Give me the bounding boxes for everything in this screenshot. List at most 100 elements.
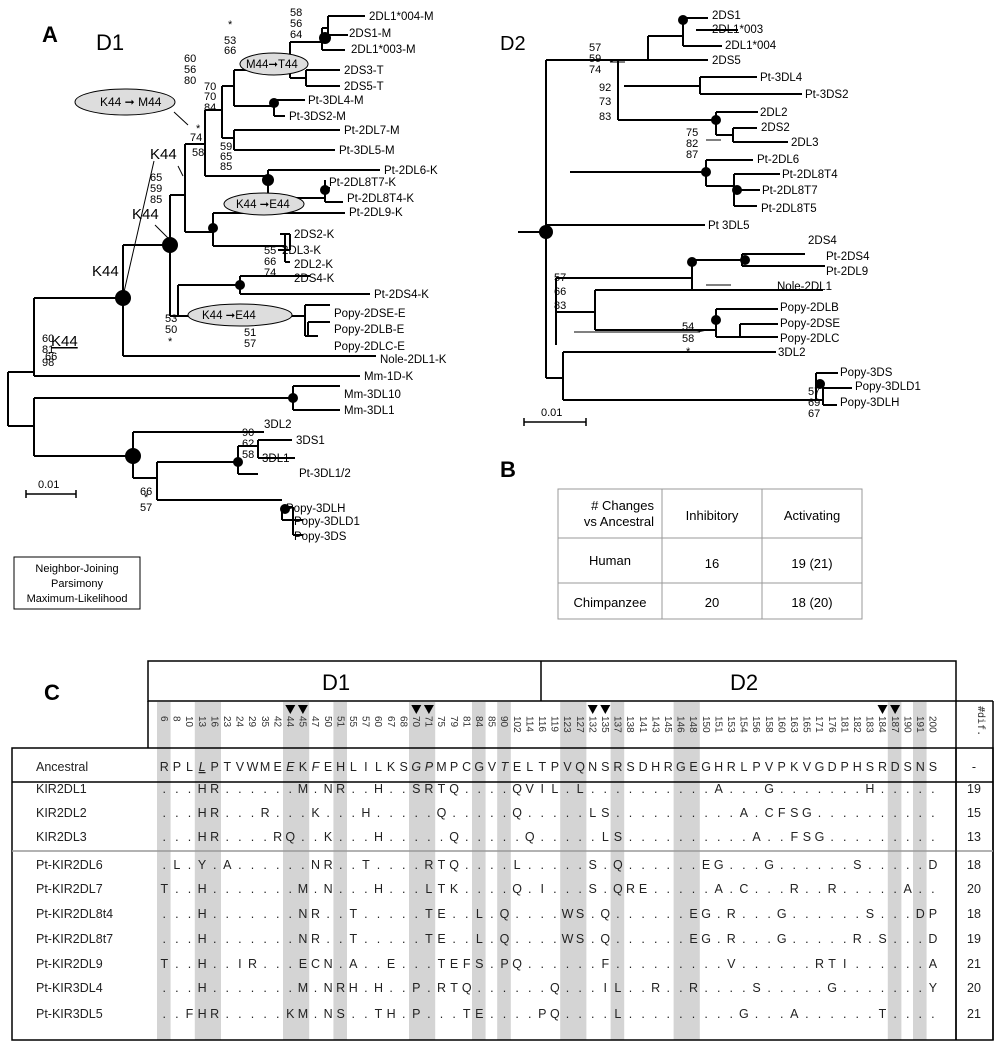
tree-d1-bootstrap-value: 56	[184, 64, 196, 76]
alignment-row-residue: .	[238, 981, 241, 995]
alignment-row-residue: .	[188, 981, 191, 995]
alignment-row-residue: .	[515, 932, 518, 946]
alignment-row-residue: .	[226, 782, 229, 796]
alignment-row-residue: .	[289, 858, 292, 872]
tree-d2-bootstrap-value: 73	[599, 96, 611, 108]
alignment-row-residue: .	[213, 957, 216, 971]
table-row-chimp-inhibitory: 20	[705, 595, 719, 610]
alignment-row-residue: .	[906, 830, 909, 844]
alignment-row-residue: G	[701, 932, 711, 946]
tree-d2-bootstrap-value: 92	[599, 82, 611, 94]
alignment-row-residue: .	[364, 1007, 367, 1021]
ancestral-row-residue: L	[186, 760, 193, 774]
alignment-row-residue: .	[490, 981, 493, 995]
panel-letter-c: C	[44, 680, 60, 705]
alignment-row-residue: K	[311, 806, 320, 820]
alignment-row-residue: .	[263, 882, 266, 896]
ancestral-row-residue: R	[664, 760, 673, 774]
tree-d1-bootstrap-value: 66	[140, 486, 152, 498]
alignment-row-residue: .	[805, 907, 808, 921]
tree-d2-bootstrap-value: 87	[686, 149, 698, 161]
alignment-row-residue: L	[551, 782, 558, 796]
ancestral-row-residue: M	[436, 760, 446, 774]
alignment-row-residue: .	[276, 1007, 279, 1021]
alignment-row-residue: Q	[512, 806, 522, 820]
alignment-row-residue: .	[515, 907, 518, 921]
shaded-column	[610, 702, 625, 1040]
alignment-row-residue: A	[904, 882, 913, 896]
alignment-position-number: 114	[523, 716, 534, 732]
alignment-row-ndif: 20	[967, 882, 981, 896]
alignment-row-residue: .	[415, 932, 418, 946]
alignment-row-residue: V	[526, 782, 535, 796]
alignment-row-residue: .	[868, 1007, 871, 1021]
alignment-row-residue: R	[626, 882, 635, 896]
alignment-row-residue: H	[198, 932, 207, 946]
alignment-row-residue: .	[830, 830, 833, 844]
alignment-row-residue: M	[298, 1007, 308, 1021]
alignment-row-residue: .	[629, 957, 632, 971]
alignment-row-residue: .	[767, 1007, 770, 1021]
tree-d1-bootstrap-value: 58	[242, 449, 254, 461]
alignment-row-residue: .	[767, 981, 770, 995]
alignment-row-residue: .	[856, 1007, 859, 1021]
alignment-row-residue: .	[528, 932, 531, 946]
alignment-row-residue: .	[402, 806, 405, 820]
alignment-row-residue: T	[450, 981, 458, 995]
tree-d1-asterisk: *	[228, 19, 233, 31]
tree-d1-bootstrap-value: 85	[220, 161, 232, 173]
alignment-row-residue: .	[667, 882, 670, 896]
alignment-row-residue: .	[818, 882, 821, 896]
alignment-row-residue: .	[553, 882, 556, 896]
alignment-row-residue: .	[629, 806, 632, 820]
alignment-row-residue: .	[667, 858, 670, 872]
ancestral-row-residue: D	[828, 760, 837, 774]
alignment-row-residue: R	[336, 782, 345, 796]
alignment-row-residue: P	[412, 981, 420, 995]
alignment-row-residue: A	[752, 830, 761, 844]
alignment-position-number: 116	[536, 716, 547, 732]
tree-d1-bootstrap-value: 64	[290, 29, 302, 41]
alignment-row-residue: F	[601, 957, 609, 971]
alignment-row-residue: .	[629, 907, 632, 921]
table-row-human-inhibitory: 16	[705, 556, 719, 571]
alignment-row-residue: .	[553, 907, 556, 921]
alignment-row-name: KIR2DL2	[36, 806, 87, 820]
alignment-row-residue: S	[589, 882, 597, 896]
alignment-row-residue: D	[928, 858, 937, 872]
tree-d1-mutation-ovals: K44 ➞ M44 M44➞T44 K44 ➞E44 K44 ➞E44	[74, 52, 309, 327]
alignment-row-residue: .	[541, 981, 544, 995]
alignment-position-number: 138	[624, 716, 635, 733]
alignment-row-name: Pt-KIR2DL6	[36, 858, 103, 872]
alignment-row-residue: .	[856, 981, 859, 995]
alignment-row-residue: .	[377, 806, 380, 820]
alignment-row-residue: L	[425, 882, 432, 896]
alignment-row-residue: .	[402, 882, 405, 896]
alignment-row-residue: .	[175, 782, 178, 796]
alignment-row-residue: .	[667, 932, 670, 946]
alignment-row-residue: .	[679, 907, 682, 921]
ancestral-row-residue: P	[841, 760, 849, 774]
alignment-row-residue: Q	[512, 882, 522, 896]
tree-d1-scale-label: 0.01	[38, 479, 59, 491]
alignment-row-residue: .	[263, 782, 266, 796]
tree-d2-leaf-label: Popy-3DLD1	[855, 381, 921, 393]
alignment-row-residue: .	[226, 1007, 229, 1021]
alignment-row-residue: T	[160, 957, 168, 971]
tree-d2-bootstrap-value: 75	[686, 127, 698, 139]
alignment-row-residue: .	[263, 932, 266, 946]
alignment-row-residue: .	[843, 858, 846, 872]
alignment-position-number: 153	[725, 716, 736, 733]
alignment-row-residue: F	[778, 806, 786, 820]
ancestral-row-residue: L	[199, 760, 206, 774]
tree-d2-leaf-label: 2DL1*003	[712, 24, 763, 36]
alignment-row-residue: .	[465, 858, 468, 872]
tree-d1-leaf-label: 2DS1-M	[349, 28, 391, 40]
alignment-row-residue: .	[490, 907, 493, 921]
alignment-position-number: 119	[549, 716, 560, 732]
alignment-row-residue: Q	[449, 782, 459, 796]
alignment-row-ndif: 19	[967, 782, 981, 796]
tree-d1-bootstrap-value: 53	[165, 313, 177, 325]
alignment-row-residue: .	[364, 981, 367, 995]
tree-d1-bootstrap-value: 74	[190, 132, 202, 144]
